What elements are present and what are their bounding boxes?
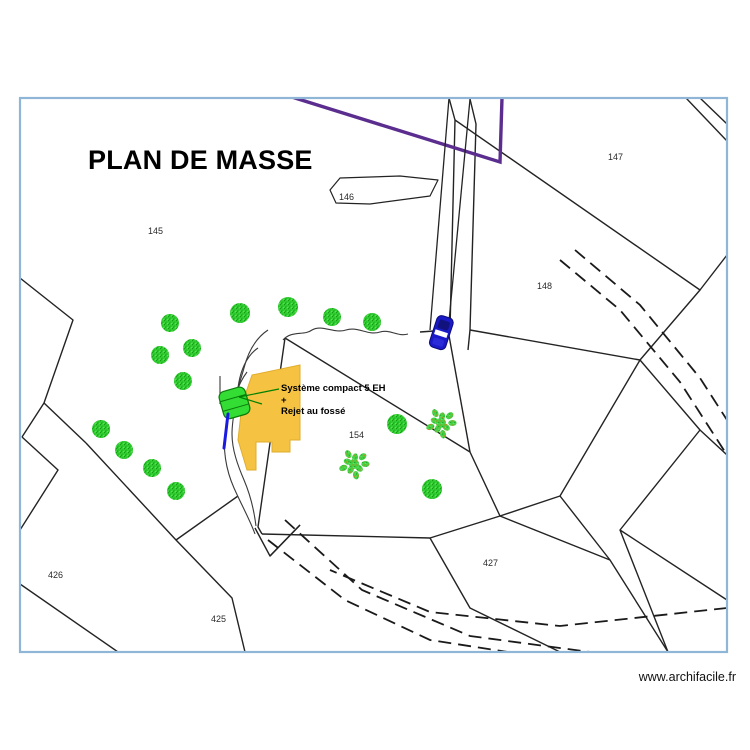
tree-symbol bbox=[323, 308, 341, 326]
tree-symbol bbox=[230, 303, 250, 323]
septic-annotation-line-2: + bbox=[281, 394, 287, 406]
shrub-symbol bbox=[426, 409, 457, 439]
parcel-147-label: 147 bbox=[608, 152, 624, 162]
parcel-145-label: 145 bbox=[148, 226, 164, 236]
tree-symbol bbox=[174, 372, 192, 390]
tree-symbol bbox=[167, 482, 185, 500]
annotation-leader-line bbox=[238, 388, 280, 405]
house-footprint[interactable] bbox=[237, 364, 301, 471]
watermark: www.archifacile.fr bbox=[638, 670, 736, 684]
canvas-frame-border bbox=[18, 96, 729, 654]
septic-annotation-line-1: Système compact 5 EH bbox=[281, 383, 386, 394]
tree-symbol bbox=[387, 414, 407, 434]
tree-symbol bbox=[363, 313, 381, 331]
tree-symbol bbox=[278, 297, 298, 317]
tree-symbol bbox=[143, 459, 161, 477]
car-icon bbox=[428, 315, 454, 351]
dashed-right-of-way bbox=[267, 249, 727, 652]
septic-annotation: Système compact 5 EH + Rejet au fossé bbox=[281, 383, 386, 418]
tree-symbol bbox=[151, 346, 169, 364]
parcel-425-label: 425 bbox=[211, 614, 227, 624]
parcel-boundaries bbox=[20, 98, 727, 652]
tree-symbol bbox=[92, 420, 110, 438]
highlighted-boundary bbox=[292, 98, 504, 165]
tree-symbol bbox=[161, 314, 179, 332]
discharge-pipe bbox=[222, 412, 230, 450]
access-driveway bbox=[429, 98, 471, 333]
tree-symbol bbox=[115, 441, 133, 459]
shrub-symbol bbox=[339, 450, 370, 480]
parcel-146-label: 146 bbox=[339, 192, 355, 202]
parcel-427-label: 427 bbox=[483, 558, 499, 568]
septic-annotation-line-3: Rejet au fossé bbox=[281, 406, 346, 417]
tree-symbol bbox=[183, 339, 201, 357]
tree-symbol bbox=[422, 479, 442, 499]
septic-tank[interactable] bbox=[218, 386, 252, 420]
parcel-148-label: 148 bbox=[537, 281, 553, 291]
page-title: PLAN DE MASSE bbox=[88, 145, 313, 175]
vegetation-layer bbox=[92, 297, 457, 500]
parcel-154-label: 154 bbox=[349, 430, 365, 440]
parcel-426-label: 426 bbox=[48, 570, 64, 580]
